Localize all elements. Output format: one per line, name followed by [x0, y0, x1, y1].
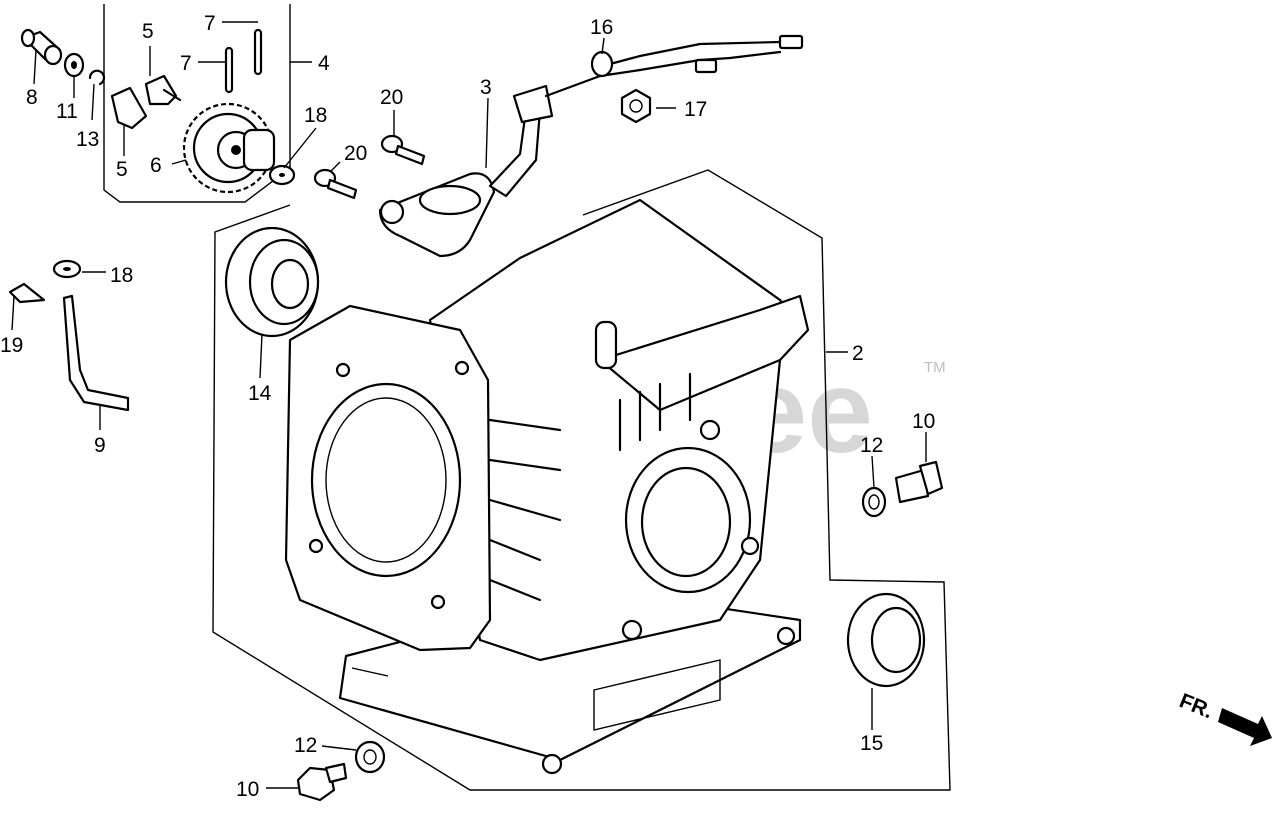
pin-7: [224, 28, 263, 94]
front-arrow-icon: [1218, 708, 1272, 746]
callout-9: 9: [94, 434, 106, 457]
assembly-boundary-4: [103, 4, 291, 203]
callout-2: 2: [852, 342, 864, 365]
callout-8: 8: [26, 86, 38, 109]
ball-bearing-14: [224, 226, 320, 338]
callout-12-right: 12: [860, 434, 883, 457]
oil-seal-15: [846, 592, 926, 688]
callout-6: 6: [150, 154, 162, 177]
callout-20-top: 20: [380, 86, 403, 109]
callout-4: 4: [318, 52, 330, 75]
callout-17: 17: [684, 98, 707, 121]
callout-7-mid: 7: [180, 52, 192, 75]
callout-14: 14: [248, 382, 272, 405]
callout-12-bottom: 12: [294, 734, 317, 757]
callout-5-bottom: 5: [116, 158, 128, 181]
front-direction-indicator: FR.: [1176, 689, 1272, 746]
callout-10-bottom: 10: [236, 778, 259, 801]
callout-7-top: 7: [204, 12, 216, 35]
washer-11: [63, 52, 85, 78]
washer-12-right: [861, 486, 887, 518]
governor-arm-shaft-9: [62, 294, 130, 412]
assembly-boundary-2: [212, 169, 951, 791]
callout-15: 15: [860, 732, 883, 755]
washer-18-top: [268, 164, 296, 186]
clip-19: [8, 282, 46, 304]
crankcase-2: [284, 198, 810, 775]
washer-18-left: [52, 259, 82, 279]
callout-labels: 8 11 13 5 5 6 7 7 4 18 20 20 3 16 17 18 …: [0, 12, 935, 801]
callout-16: 16: [590, 16, 613, 39]
callout-18-left: 18: [110, 264, 133, 287]
drain-bolt-10-bottom: [296, 762, 348, 802]
nut-17: [620, 88, 652, 124]
bolt-8: [20, 28, 63, 66]
grommet-16: [590, 50, 614, 78]
circlip-13: [88, 69, 106, 86]
callout-3: 3: [480, 76, 492, 99]
callout-18-top: 18: [304, 104, 327, 127]
callout-11: 11: [56, 100, 78, 123]
watermark-trademark: TM: [924, 359, 946, 376]
bolt-20: [313, 134, 426, 200]
callout-20-bottom: 20: [344, 142, 367, 165]
governor-gear-6: [182, 102, 276, 194]
callout-13: 13: [76, 128, 99, 151]
callout-5-top: 5: [142, 20, 154, 43]
drain-bolt-10-right: [894, 460, 944, 504]
callout-10-right: 10: [912, 410, 935, 433]
leader-lines: [11, 21, 927, 789]
callout-19: 19: [0, 334, 23, 357]
oil-level-sensor-3: [378, 34, 804, 258]
washer-12-bottom: [354, 740, 386, 774]
front-direction-label: FR.: [1176, 689, 1216, 723]
governor-weight-5: [110, 74, 182, 130]
